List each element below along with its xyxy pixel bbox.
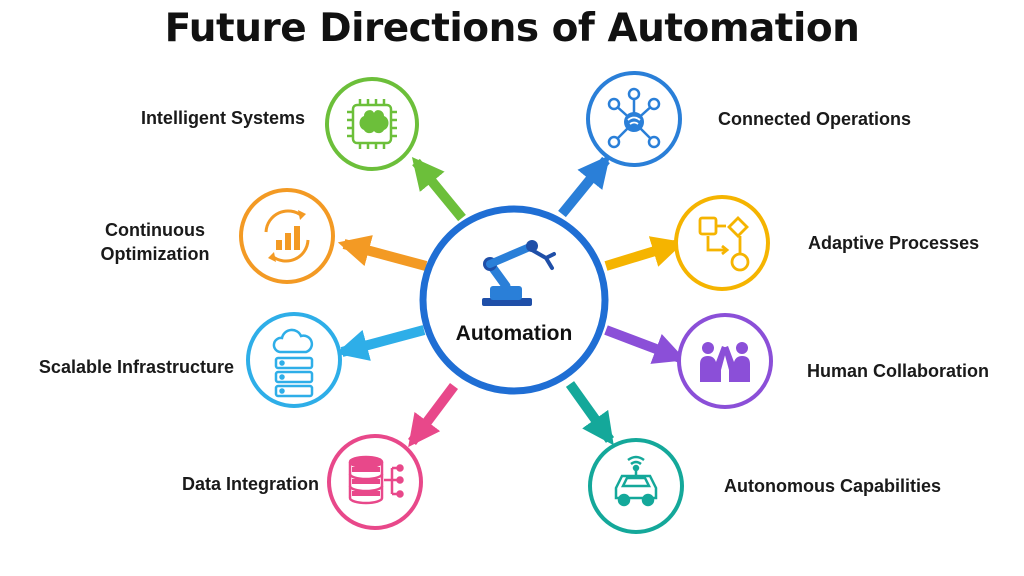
label-continuous: Continuous Optimization [80,218,230,266]
label-scalable: Scalable Infrastructure [38,357,234,377]
arrows [335,155,686,448]
process-flow-icon [698,216,750,272]
robot-arm-icon [482,240,556,306]
growth-cycle-icon [264,209,310,263]
arrow-autonomous [565,381,615,446]
page-title: Future Directions of Automation [164,6,860,51]
label-human: Human Collaboration [807,361,990,381]
label-connected: Connected Operations [718,109,912,129]
autonomous-car-icon [614,455,658,507]
arrow-continuous [337,235,428,271]
database-icon [348,455,404,505]
node-autonomous [588,438,684,534]
center-hub [419,205,609,395]
arrow-connected [558,155,611,218]
node-human [677,313,773,409]
center-label: Automation [455,322,573,345]
arrow-human [604,325,686,364]
node-adaptive [674,195,770,291]
label-adaptive: Adaptive Processes [808,233,980,253]
label-data: Data Integration [181,474,319,494]
node-connected [586,71,682,167]
label-intelligent: Intelligent Systems [140,108,305,128]
high-five-icon [700,342,750,382]
arrow-scalable [335,325,426,361]
node-scalable [246,312,342,408]
node-data [327,434,423,530]
label-continuous-text: Continuous Optimization [100,220,210,264]
cloud-server-icon [272,328,314,398]
arrow-intelligent [411,157,466,222]
network-nodes-icon [607,87,661,149]
ai-chip-icon [347,99,397,149]
arrow-adaptive [604,236,685,271]
arrow-data [408,383,458,448]
node-intelligent [325,77,419,171]
node-continuous [239,188,335,284]
label-autonomous: Autonomous Capabilities [724,476,942,496]
